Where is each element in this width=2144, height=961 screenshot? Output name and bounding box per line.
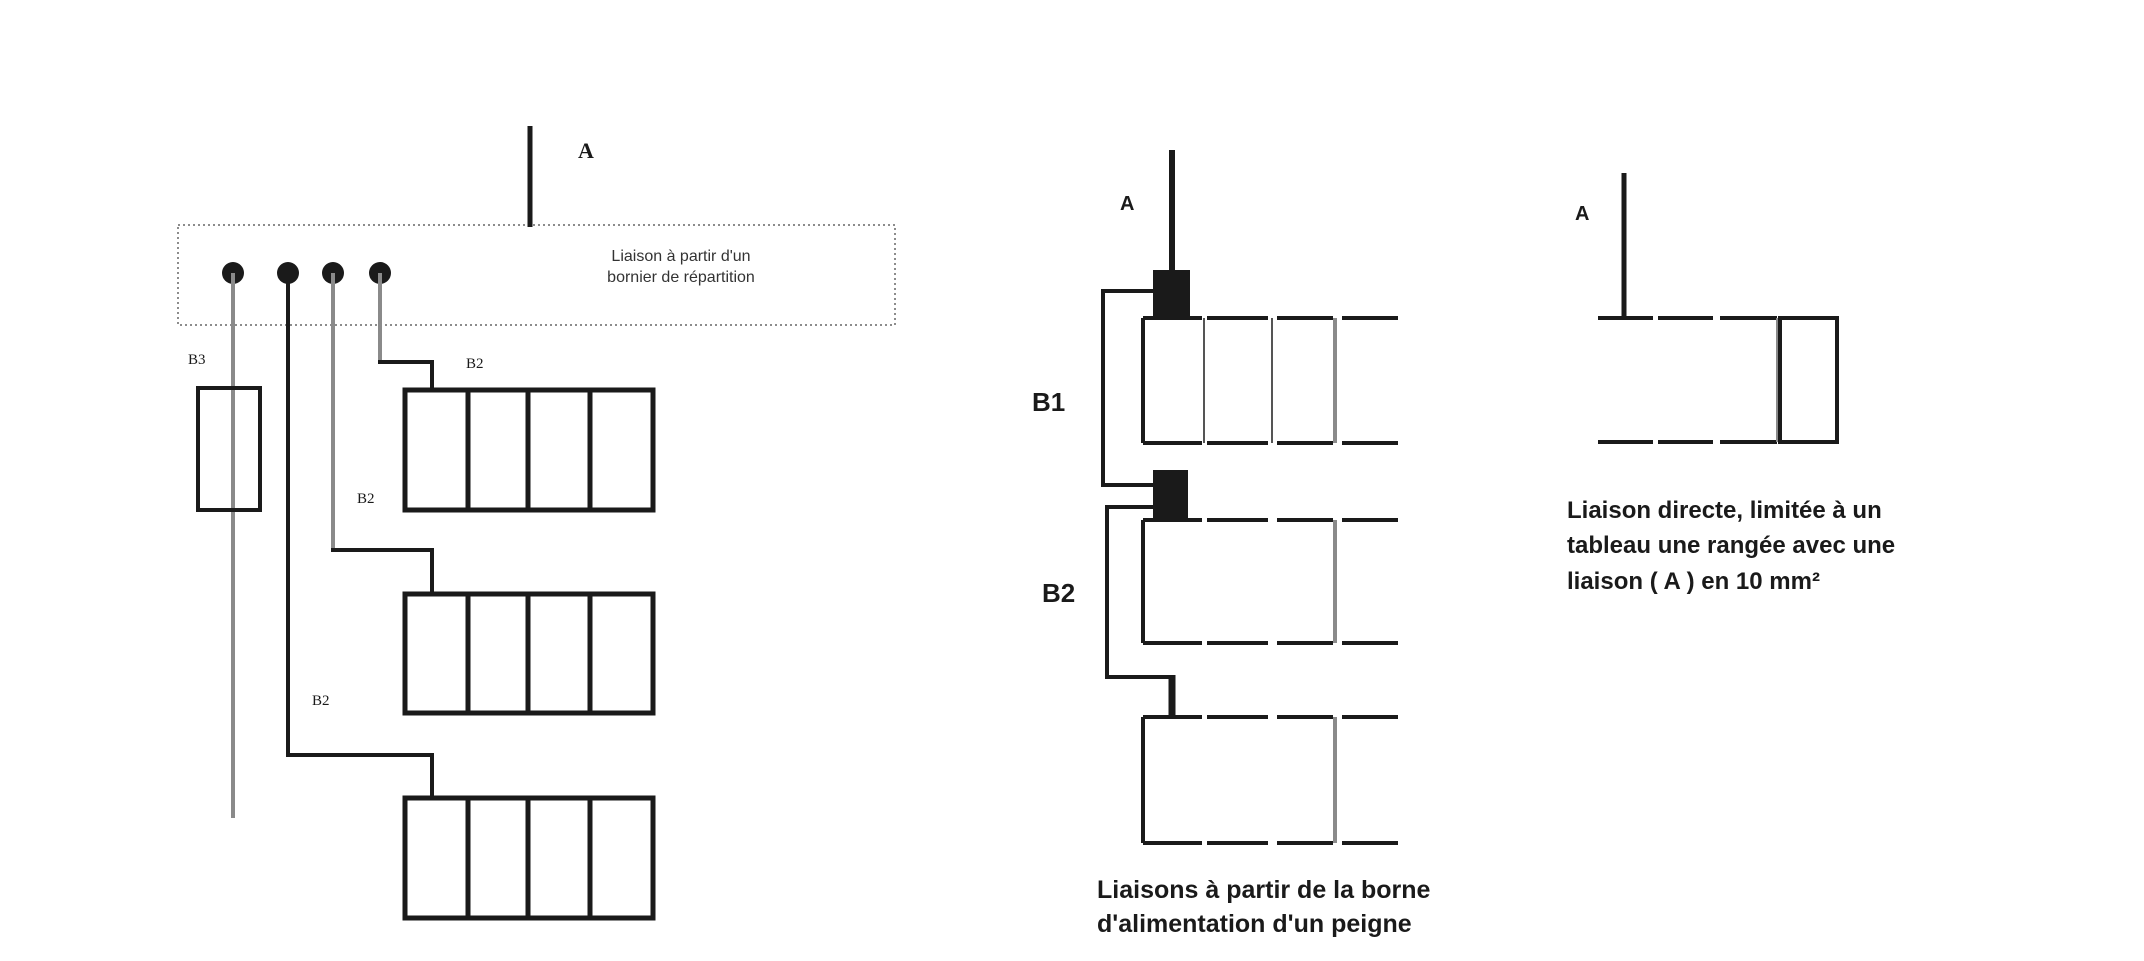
label-b3: B3 <box>188 352 206 368</box>
label-b2-middle-diagram: B2 <box>1042 578 1075 608</box>
label-a-left: A <box>578 138 594 163</box>
comb-feed-terminal-1 <box>1153 270 1190 318</box>
distribution-block-dashed-box <box>177 224 896 326</box>
label-b2-mid: B2 <box>357 491 375 507</box>
label-a-middle: A <box>1120 193 1134 215</box>
middle-caption-line2: d'alimentation d'un peigne <box>1097 910 1412 938</box>
comb-feed-terminal-2 <box>1153 470 1188 520</box>
right-caption-line1: Liaison directe, limitée à un <box>1567 497 1882 524</box>
bornier-caption-line1: Liaison à partir d'un <box>611 248 750 265</box>
middle-caption-line1: Liaisons à partir de la borne <box>1097 876 1431 904</box>
bornier-caption-line2: bornier de répartition <box>607 269 755 286</box>
label-b1: B1 <box>1032 387 1065 417</box>
label-a-right: A <box>1575 203 1589 225</box>
right-caption-line2: tableau une rangée avec une <box>1567 532 1895 559</box>
label-b2-low: B2 <box>312 693 330 709</box>
right-caption-line3: liaison ( A ) en 10 mm² <box>1567 568 1820 595</box>
b3-device-box <box>196 386 262 512</box>
right-end-module-box <box>1778 316 1839 444</box>
label-b2-top: B2 <box>466 356 484 372</box>
